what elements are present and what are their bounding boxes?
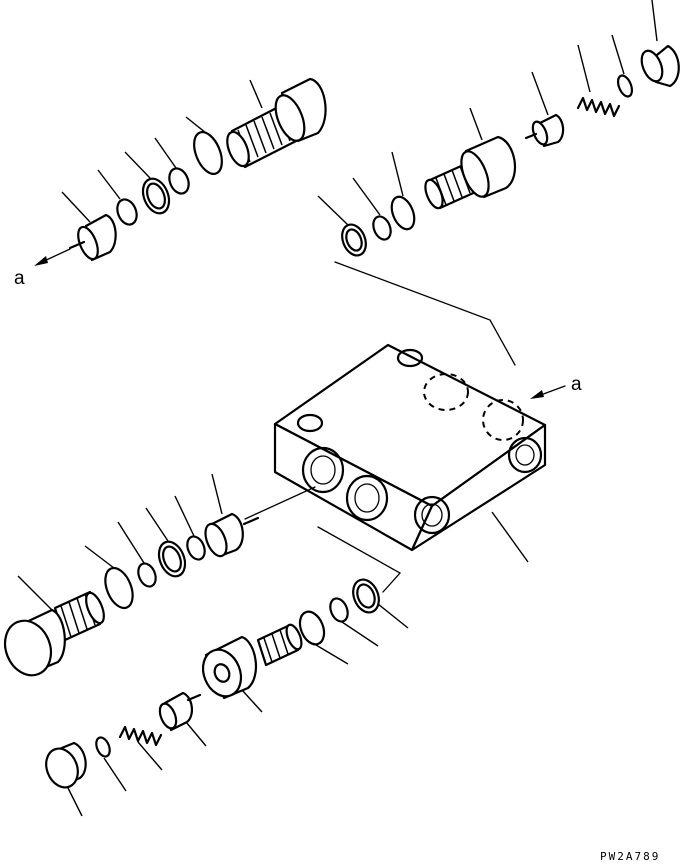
o-ring-small	[168, 167, 190, 195]
backup-ring	[141, 177, 171, 215]
poppet-upper-right	[524, 113, 565, 148]
relief-valve-lower-left	[3, 590, 105, 677]
leader-lines	[17, 0, 658, 817]
cap-lower-left	[45, 741, 87, 789]
bolt-hole	[296, 413, 324, 433]
backup-ring	[352, 578, 380, 614]
o-ring-large	[298, 610, 326, 646]
backup-ring	[341, 223, 367, 257]
assembly-guide-lines	[244, 261, 516, 593]
o-ring-small	[116, 198, 138, 226]
valve-block	[273, 343, 547, 552]
spring-lower-middle	[118, 725, 163, 747]
relief-valve-upper-left	[226, 77, 327, 169]
port-side-1	[413, 495, 451, 535]
o-ring-small	[186, 535, 206, 561]
arrow-a-right: a	[530, 374, 582, 399]
drawing-code: PW2A789	[600, 850, 660, 863]
hidden-port	[423, 373, 469, 411]
poppet-lower-middle	[158, 691, 202, 732]
port-side-2	[507, 436, 543, 474]
hidden-port	[482, 399, 524, 441]
label-a-left: a	[14, 268, 25, 289]
o-ring-small	[372, 215, 392, 241]
o-ring-large	[104, 566, 134, 610]
bolt-hole	[396, 348, 424, 368]
arrow-a-left: a	[14, 248, 71, 289]
port-front-left	[301, 446, 345, 494]
relief-valve-lower-middle	[201, 623, 303, 700]
o-ring-large	[193, 131, 223, 175]
poppet-lower-left	[204, 512, 260, 558]
relief-valve-upper-right	[424, 135, 516, 210]
backup-ring	[157, 540, 187, 578]
cap-upper-right	[640, 44, 680, 88]
spring-upper-right	[576, 96, 621, 118]
port-front-right	[345, 474, 389, 522]
o-ring-small	[95, 736, 111, 758]
label-a-right: a	[571, 374, 582, 395]
o-ring-small	[137, 562, 157, 588]
o-ring-small	[329, 597, 349, 623]
poppet-upper-left	[68, 213, 117, 262]
o-ring-small	[616, 74, 634, 98]
o-ring-large	[390, 195, 416, 231]
